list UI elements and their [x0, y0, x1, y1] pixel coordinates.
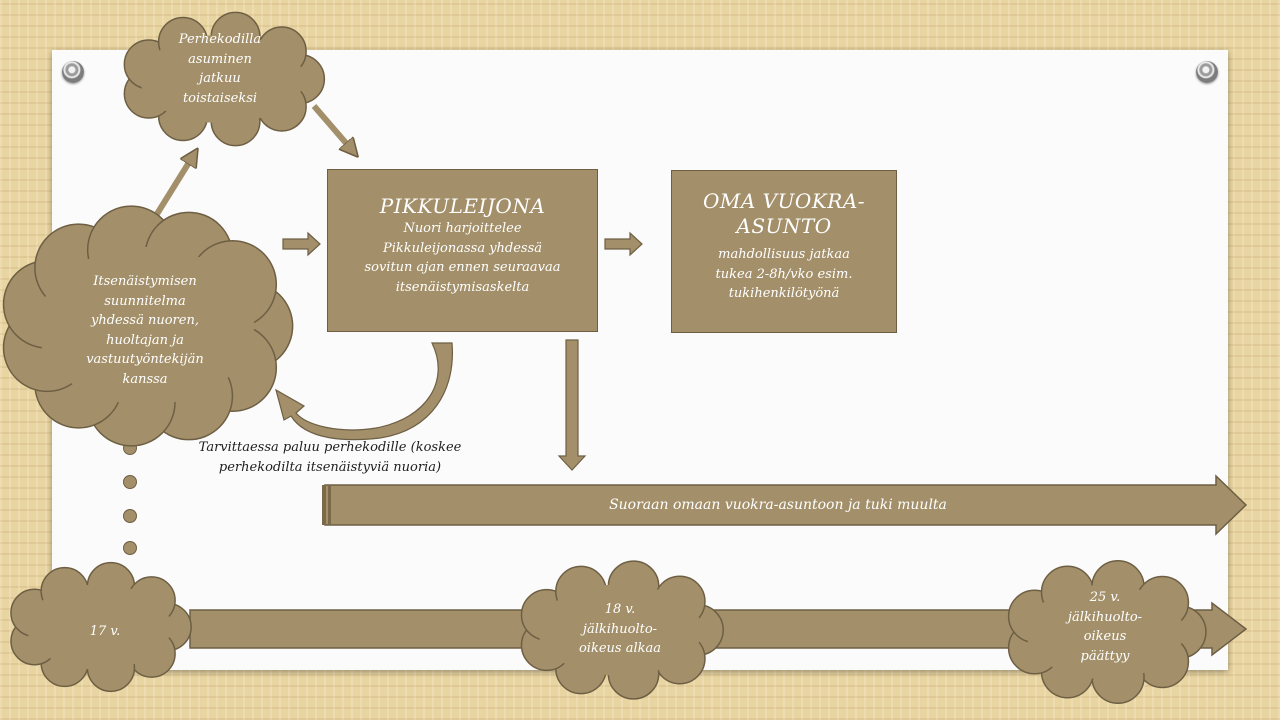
oma-vuokra-box: OMA VUOKRA- ASUNTO mahdollisuus jatkaa t…	[671, 170, 897, 333]
return-arrow	[275, 342, 454, 441]
independence-plan-label: Itsenäistymisen suunnitelma yhdessä nuor…	[86, 274, 204, 387]
direct-arrow-stripe	[322, 485, 326, 525]
pikkuleijona-box: PIKKULEIJONA Nuori harjoittelee Pikkulei…	[327, 169, 598, 332]
arrow-down-to-direct	[557, 339, 587, 471]
pikkuleijona-text: Nuori harjoittelee Pikkuleijonassa yhdes…	[364, 221, 561, 295]
arrow-pikkuleijona-to-apartment	[604, 231, 643, 257]
dot	[123, 541, 137, 555]
direct-arrow	[324, 474, 1248, 536]
return-label: Tarvittaessa paluu perhekodille (koskee …	[198, 440, 462, 475]
direct-arrow-stripe	[328, 485, 331, 525]
cloud-age-18	[520, 560, 724, 700]
age-18-label: 18 v. jälkihuolto- oikeus alkaa	[578, 602, 662, 656]
pin-icon	[1196, 61, 1218, 83]
dot	[123, 509, 137, 523]
cloud-age-25	[1007, 560, 1207, 704]
oma-vuokra-text: mahdollisuus jatkaa tukea 2-8h/vko esim.…	[715, 247, 853, 301]
cloud-independence-plan	[2, 205, 294, 447]
pin-icon	[62, 61, 84, 83]
direct-arrow-label: Suoraan omaan vuokra-asuntoon ja tuki mu…	[609, 497, 947, 513]
dot	[123, 475, 137, 489]
pikkuleijona-title: PIKKULEIJONA	[379, 194, 546, 218]
arrow-plan-to-foster-home	[149, 156, 193, 224]
arrow-foster-home-to-pikkuleijona	[311, 104, 352, 150]
age-25-label: 25 v. jälkihuolto- oikeus päättyy	[1067, 590, 1143, 664]
cloud-foster-home	[123, 11, 326, 147]
foster-home-label: Perhekodilla asuminen jatkuu toistaiseks…	[178, 32, 262, 106]
oma-vuokra-title: OMA VUOKRA- ASUNTO	[702, 189, 866, 238]
age-17-label: 17 v.	[89, 624, 121, 639]
arrow-plan-to-pikkuleijona	[282, 231, 321, 257]
cloud-age-17	[10, 561, 192, 693]
